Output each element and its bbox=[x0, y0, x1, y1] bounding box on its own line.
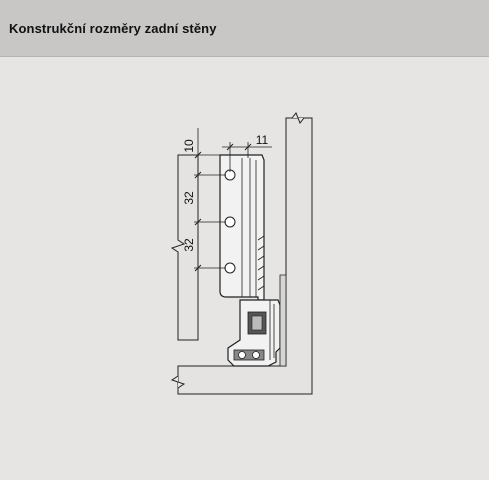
bracket-hatch bbox=[257, 235, 265, 291]
back-panel-diagram: 10 11 32 32 bbox=[170, 112, 313, 395]
screw-hole bbox=[224, 216, 236, 228]
technical-drawing: 10 11 32 32 bbox=[0, 56, 489, 480]
dim-label-pitch-2: 32 bbox=[182, 238, 196, 252]
page-title: Konstrukční rozměry zadní stěny bbox=[9, 21, 217, 36]
runner-roller bbox=[238, 351, 246, 359]
dim-label-width: 11 bbox=[256, 133, 269, 147]
runner-rail bbox=[269, 300, 275, 360]
bottom-break-symbol bbox=[170, 366, 186, 394]
dim-label-top-offset: 10 bbox=[182, 139, 196, 153]
header-bar: Konstrukční rozměry zadní stěny bbox=[0, 0, 489, 57]
dim-ticks bbox=[226, 143, 252, 151]
runner-roller bbox=[252, 351, 260, 359]
screw-hole bbox=[224, 262, 236, 274]
runner-channel bbox=[233, 349, 265, 361]
dim-ticks bbox=[194, 151, 202, 272]
dim-label-pitch-1: 32 bbox=[182, 191, 196, 205]
runner-slot-inner bbox=[251, 315, 263, 331]
wall-break-symbol bbox=[286, 112, 312, 124]
wall-bevel bbox=[279, 274, 287, 367]
